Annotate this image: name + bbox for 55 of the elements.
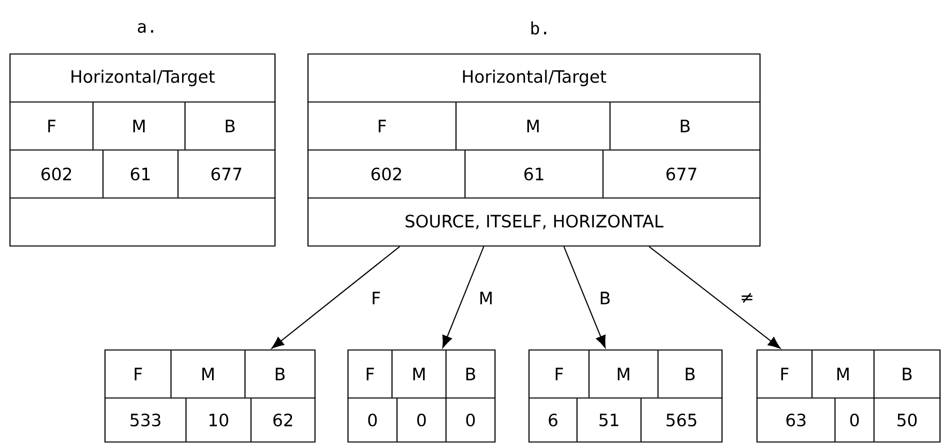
edge-label: ≠: [738, 292, 756, 304]
cell-text: 6: [548, 414, 558, 426]
cell-text: M: [133, 120, 145, 132]
cell-text: 61: [524, 168, 544, 180]
record-table: [347, 349, 496, 443]
cell-text: M: [527, 120, 539, 132]
cell-text: 51: [600, 414, 618, 426]
cell-text: SOURCE, ITSELF, HORIZONTAL: [406, 214, 664, 230]
edge-label: M: [478, 290, 494, 306]
cell-text: F: [378, 120, 386, 132]
cell-text: 61: [130, 168, 150, 180]
record-table: [307, 53, 761, 247]
edge-label: B: [598, 290, 612, 306]
cell-text: 0: [850, 414, 859, 426]
cell-text: M: [837, 368, 849, 380]
panel-label: b.: [531, 21, 546, 35]
cell-text: 602: [371, 168, 402, 180]
record-table: [528, 349, 723, 443]
arrow: [563, 246, 606, 348]
edge-label: F: [370, 290, 382, 306]
cell-text: B: [902, 368, 912, 380]
arrow: [442, 246, 484, 348]
cell-text: F: [366, 368, 374, 380]
record-table: [104, 349, 316, 443]
cell-text: 0: [417, 414, 426, 426]
cell-text: B: [680, 120, 690, 132]
cell-text: Horizontal/Target: [463, 70, 606, 86]
cell-text: 565: [666, 414, 696, 426]
cell-text: 50: [898, 414, 917, 426]
cell-text: M: [618, 368, 630, 380]
cell-text: 10: [210, 414, 228, 426]
cell-text: F: [134, 368, 142, 380]
cell-text: 62: [273, 414, 292, 426]
cell-text: 0: [368, 414, 377, 426]
cell-text: 602: [41, 168, 72, 180]
cell-text: M: [202, 368, 214, 380]
cell-text: B: [276, 368, 285, 380]
cell-text: F: [781, 368, 788, 380]
cell-text: F: [48, 120, 56, 132]
arrow: [648, 246, 781, 349]
cell-text: F: [556, 368, 563, 380]
cell-text: B: [226, 120, 235, 132]
cell-text: 533: [130, 414, 160, 426]
panel-label: a.: [138, 23, 154, 33]
cell-text: 63: [786, 414, 806, 426]
record-table: [9, 53, 276, 247]
cell-text: B: [466, 368, 476, 380]
cell-text: M: [413, 368, 425, 380]
record-table: [756, 349, 941, 443]
cell-text: 0: [466, 414, 475, 426]
cell-text: 677: [666, 168, 696, 180]
arrow: [272, 246, 400, 349]
cell-text: B: [686, 368, 695, 380]
cell-text: 677: [211, 168, 242, 180]
cell-text: Horizontal/Target: [72, 70, 215, 86]
